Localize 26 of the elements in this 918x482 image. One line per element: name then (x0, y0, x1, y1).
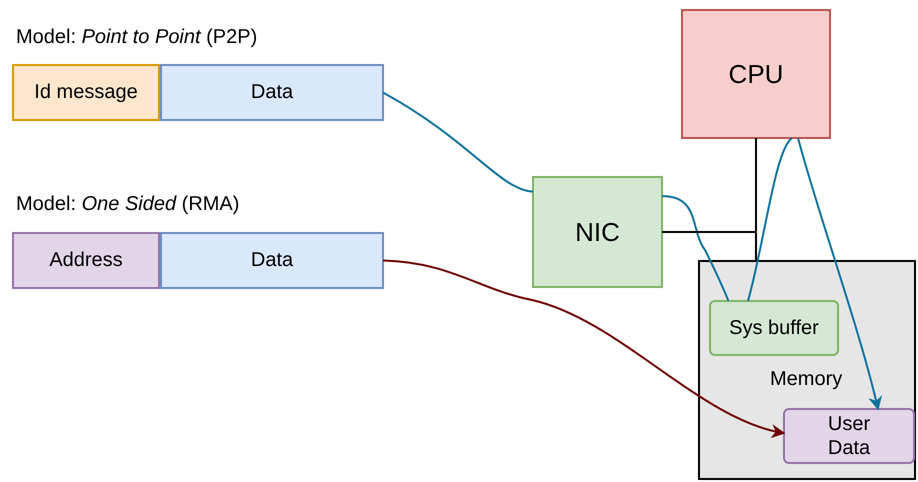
data-box (160, 232, 384, 289)
memory-box (698, 260, 916, 480)
node-label: Memory (770, 368, 842, 391)
node-label: Sys buffer (729, 316, 819, 340)
buffer-box (709, 300, 839, 356)
connector-line (662, 195, 730, 302)
node-label: Address (49, 249, 123, 272)
data-box (160, 64, 384, 121)
header-box (12, 232, 160, 289)
node-label: Id message (34, 81, 138, 104)
nic-box (532, 176, 663, 288)
connector-line (747, 137, 793, 302)
node-label: CPU (728, 58, 784, 90)
cpu-box (681, 9, 831, 139)
model-heading: Model: One Sided (RMA) (16, 193, 240, 216)
header-box (12, 64, 160, 121)
connector-line (382, 92, 534, 193)
node-label: NIC (575, 216, 620, 248)
data-box (783, 408, 915, 464)
node-label: Data (250, 249, 294, 272)
connector-line (662, 231, 757, 261)
arrow (797, 138, 882, 410)
node-label: Data (250, 81, 294, 104)
node-label: User Data (826, 412, 872, 460)
model-heading: Model: Point to Point (P2P) (16, 26, 258, 49)
arrow (382, 260, 786, 438)
